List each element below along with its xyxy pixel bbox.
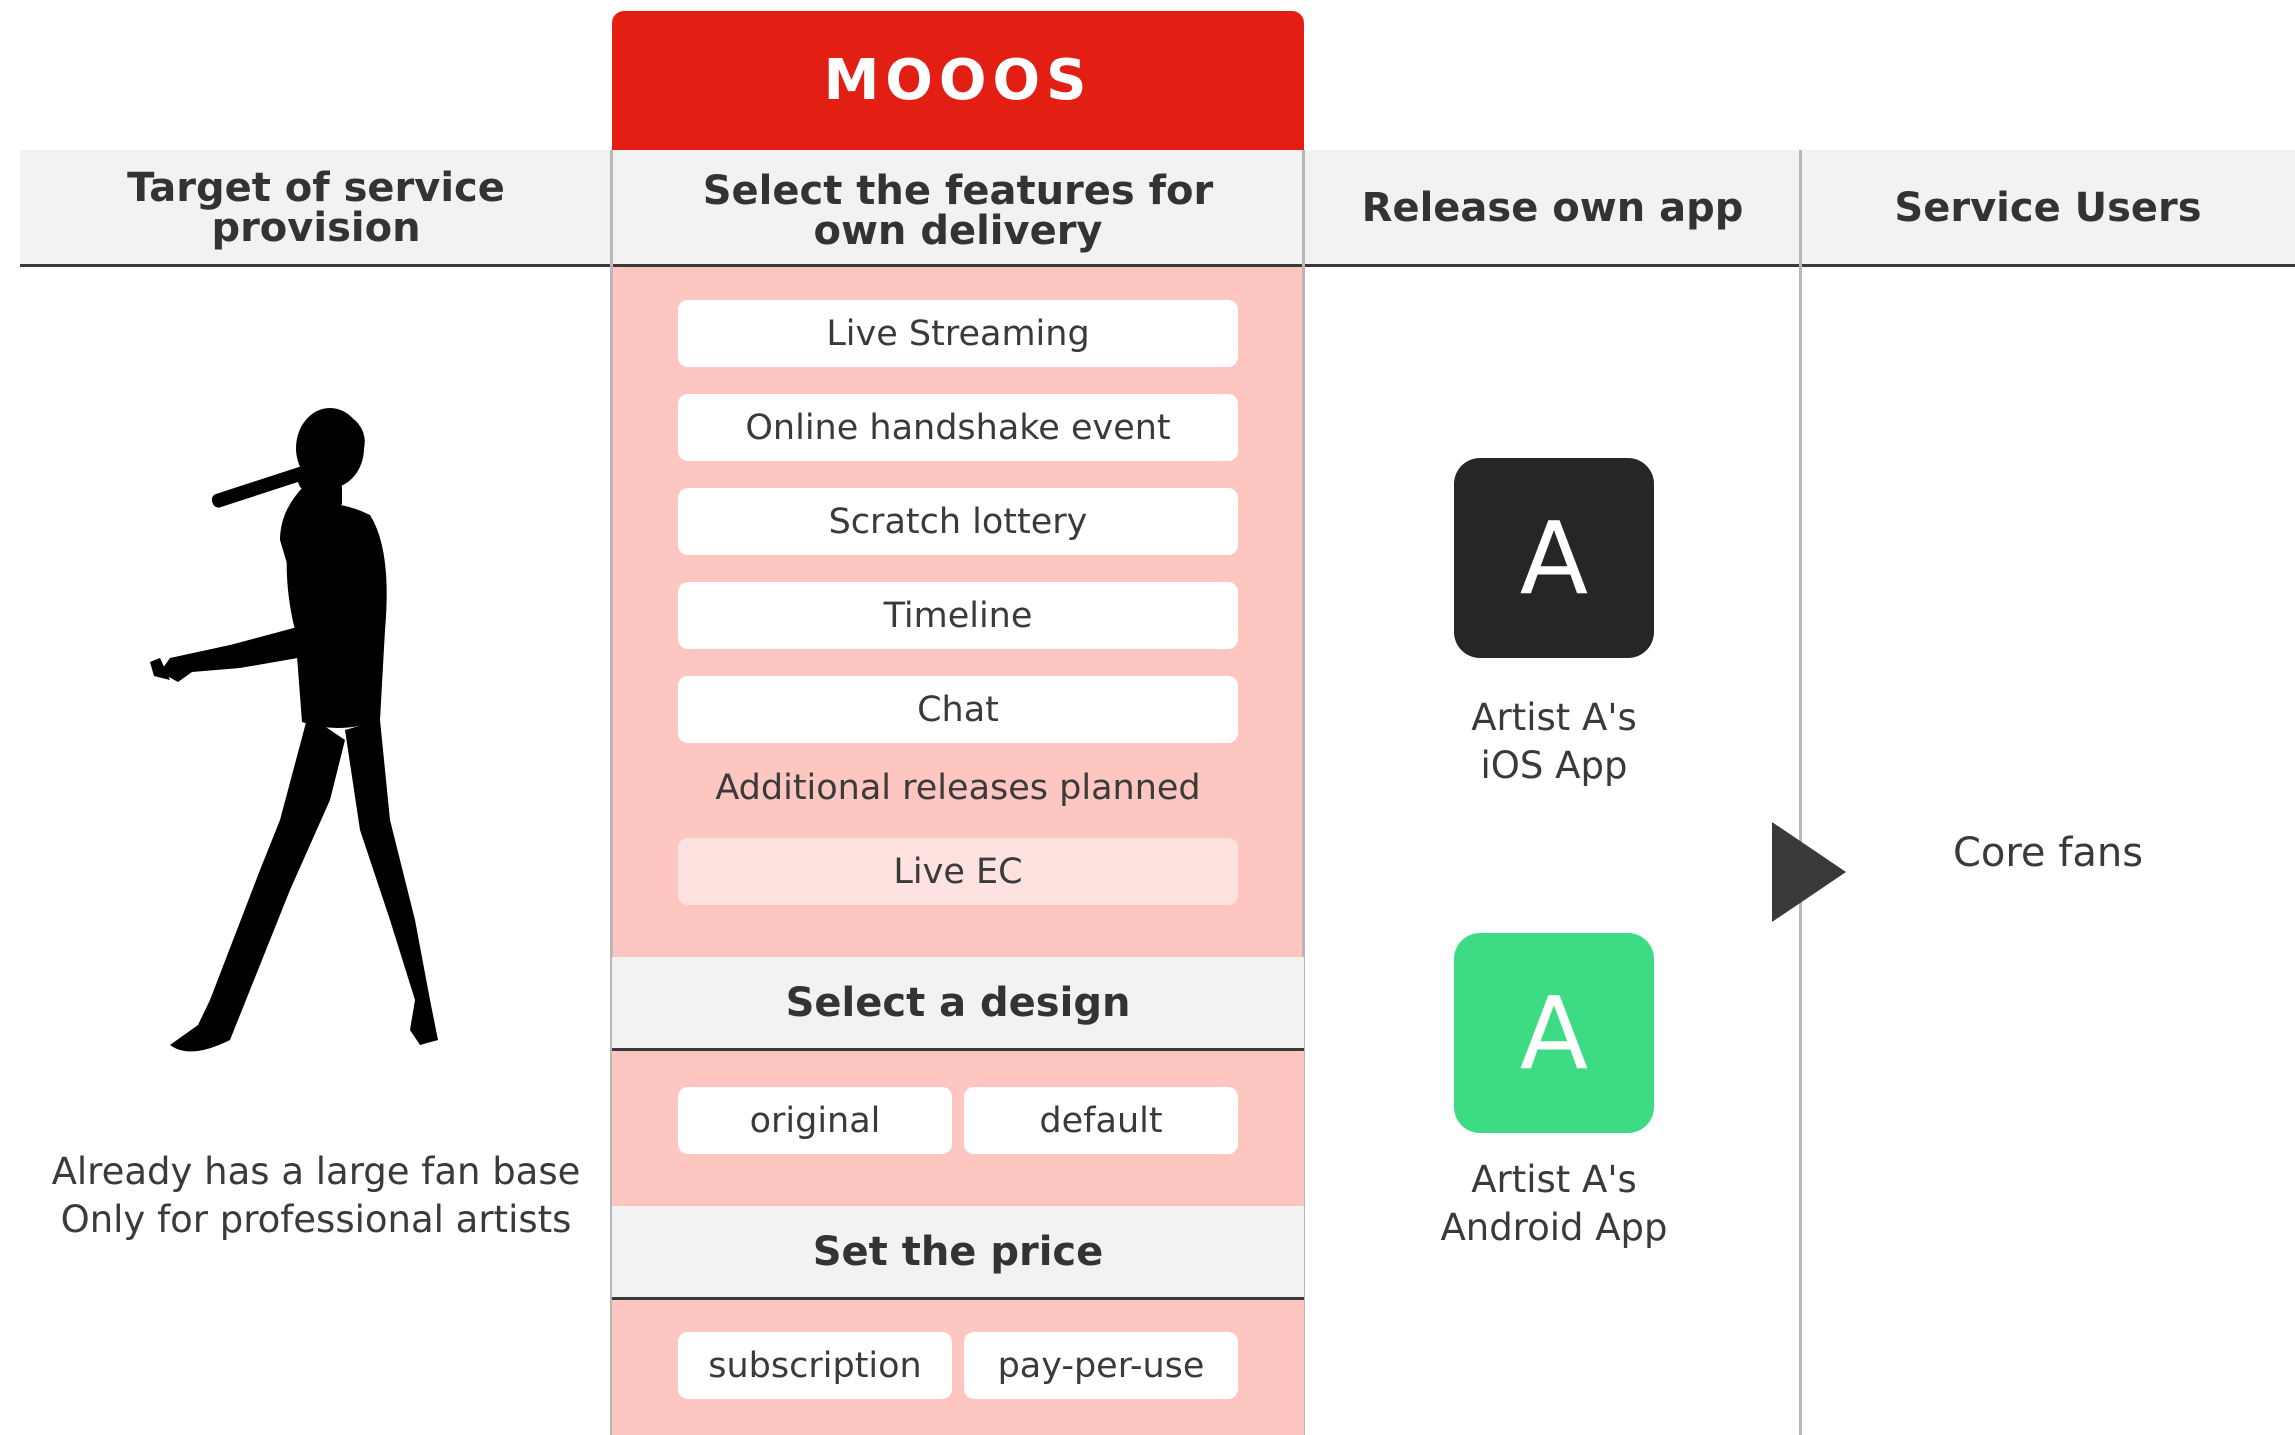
feature-timeline: Timeline — [678, 582, 1238, 649]
price-section-divider — [612, 1297, 1304, 1300]
price-section-title: Set the price — [612, 1206, 1304, 1298]
android-app-label: Artist A's Android App — [1404, 1156, 1704, 1252]
header-divider — [20, 264, 2295, 267]
price-option-pay-per-use: pay-per-use — [964, 1332, 1238, 1399]
core-fans-label: Core fans — [1952, 830, 2144, 876]
singer-silhouette-icon — [150, 408, 438, 1052]
ios-app-label-line: iOS App — [1480, 744, 1628, 787]
price-option-subscription: subscription — [678, 1332, 952, 1399]
android-app-icon: A — [1454, 933, 1654, 1133]
target-caption: Already has a large fan base Only for pr… — [20, 1148, 612, 1244]
brand-tab: MOOOS — [612, 11, 1304, 150]
column-divider — [1302, 150, 1305, 1435]
android-app-label-line: Android App — [1440, 1206, 1668, 1249]
ios-app-label-line: Artist A's — [1471, 696, 1637, 739]
feature-scratch-lottery: Scratch lottery — [678, 488, 1238, 555]
flow-arrow-icon — [1772, 822, 1846, 922]
column-header-users: Service Users — [1894, 184, 2202, 231]
feature-live-ec: Live EC — [678, 838, 1238, 905]
target-caption-line: Only for professional artists — [60, 1198, 572, 1241]
design-option-default: default — [964, 1087, 1238, 1154]
ios-app-icon: A — [1454, 458, 1654, 658]
column-header-release: Release own app — [1361, 184, 1744, 231]
column-divider — [610, 150, 613, 1435]
column-divider — [1799, 150, 1802, 1435]
planned-label: Additional releases planned — [715, 768, 1201, 808]
design-section-title: Select a design — [612, 957, 1304, 1049]
ios-app-label: Artist A's iOS App — [1404, 694, 1704, 790]
column-header-target: Target of service provision — [127, 164, 505, 251]
header-band — [20, 150, 2295, 265]
android-app-label-line: Artist A's — [1471, 1158, 1637, 1201]
feature-online-handshake: Online handshake event — [678, 394, 1238, 461]
design-section-divider — [612, 1048, 1304, 1051]
target-caption-line: Already has a large fan base — [51, 1150, 581, 1193]
design-option-original: original — [678, 1087, 952, 1154]
feature-chat: Chat — [678, 676, 1238, 743]
feature-live-streaming: Live Streaming — [678, 300, 1238, 367]
column-header-features: Select the features for own delivery — [702, 167, 1214, 254]
